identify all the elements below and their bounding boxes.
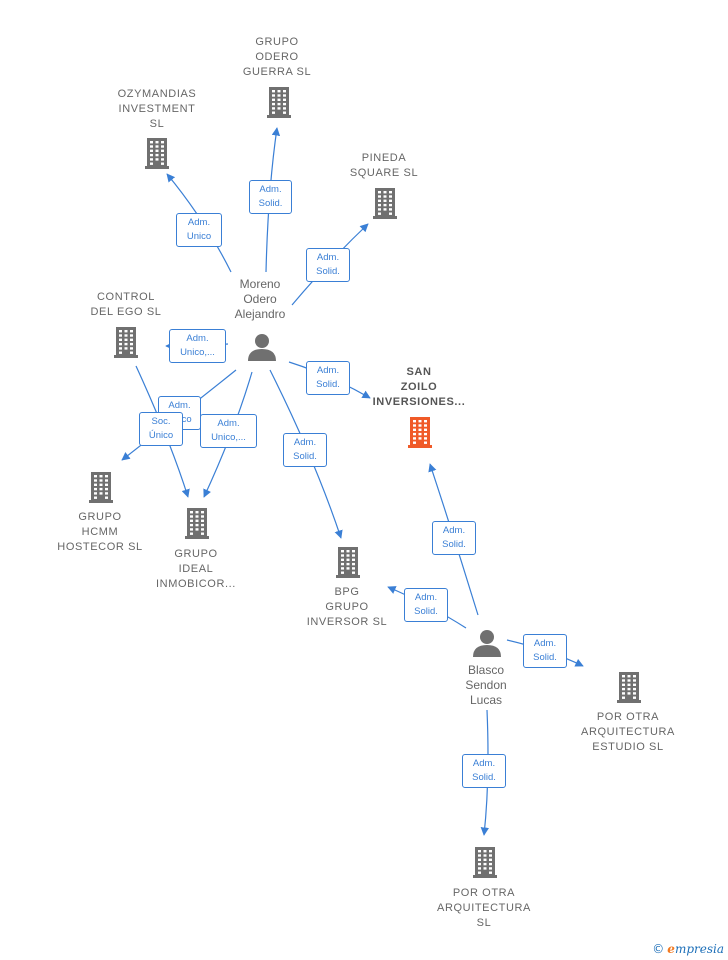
company-label-hcmm[interactable]: GRUPO HCMM HOSTECOR SL — [57, 511, 143, 553]
person-label-blasco[interactable]: Blasco Sendon Lucas — [465, 663, 507, 707]
person-label-moreno[interactable]: Moreno Odero Alejandro — [234, 277, 286, 321]
company-label-ozy[interactable]: OZYMANDIAS INVESTMENT SL — [117, 88, 197, 130]
company-label-pineda[interactable]: PINEDA SQUARE SL — [349, 152, 419, 179]
edge-label[interactable]: Adm. Unico — [176, 213, 222, 247]
company-label-bpg[interactable]: BPG GRUPO INVERSOR SL — [306, 586, 388, 628]
brand-name: mpresia — [674, 942, 724, 956]
company-label-poa[interactable]: POR OTRA ARQUITECTURA SL — [437, 887, 531, 929]
building-icon[interactable] — [114, 327, 138, 358]
person-icon[interactable] — [473, 630, 501, 657]
edge-label[interactable]: Adm. Solid. — [523, 634, 567, 668]
edge-label[interactable]: Adm. Solid. — [432, 521, 476, 555]
edge-label[interactable]: Adm. Solid. — [306, 361, 350, 395]
edge-label[interactable]: Adm. Unico,... — [200, 414, 257, 448]
building-icon[interactable] — [473, 847, 497, 878]
brand-initial: e — [667, 942, 675, 956]
edge-label[interactable]: Adm. Solid. — [306, 248, 350, 282]
building-icon[interactable] — [89, 472, 113, 503]
edge-label[interactable]: Adm. Solid. — [283, 433, 327, 467]
building-icon[interactable] — [145, 138, 169, 169]
building-icon[interactable] — [336, 547, 360, 578]
building-icon[interactable] — [373, 188, 397, 219]
building-icon[interactable] — [267, 87, 291, 118]
edge-label[interactable]: Adm. Solid. — [249, 180, 292, 214]
building-icon[interactable] — [617, 672, 641, 703]
company-label-poa_estudio[interactable]: POR OTRA ARQUITECTURA ESTUDIO SL — [581, 711, 675, 753]
copyright-icon: © — [652, 942, 665, 956]
building-icon[interactable] — [185, 508, 209, 539]
building-icon[interactable] — [408, 417, 432, 448]
edge-label[interactable]: Soc. Único — [139, 412, 183, 446]
edge-label[interactable]: Adm. Unico,... — [169, 329, 226, 363]
edge-label[interactable]: Adm. Solid. — [404, 588, 448, 622]
company-label-odero[interactable]: GRUPO ODERO GUERRA SL — [242, 36, 312, 78]
company-label-control[interactable]: CONTROL DEL EGO SL — [90, 291, 162, 318]
company-label-sanzoilo[interactable]: SAN ZOILO INVERSIONES... — [372, 366, 466, 408]
brand-logo[interactable]: ©empresia — [652, 942, 724, 956]
company-label-ideal[interactable]: GRUPO IDEAL INMOBICOR... — [156, 548, 236, 590]
edge-label[interactable]: Adm. Solid. — [462, 754, 506, 788]
icons-layer — [89, 87, 641, 878]
person-icon[interactable] — [248, 334, 276, 361]
